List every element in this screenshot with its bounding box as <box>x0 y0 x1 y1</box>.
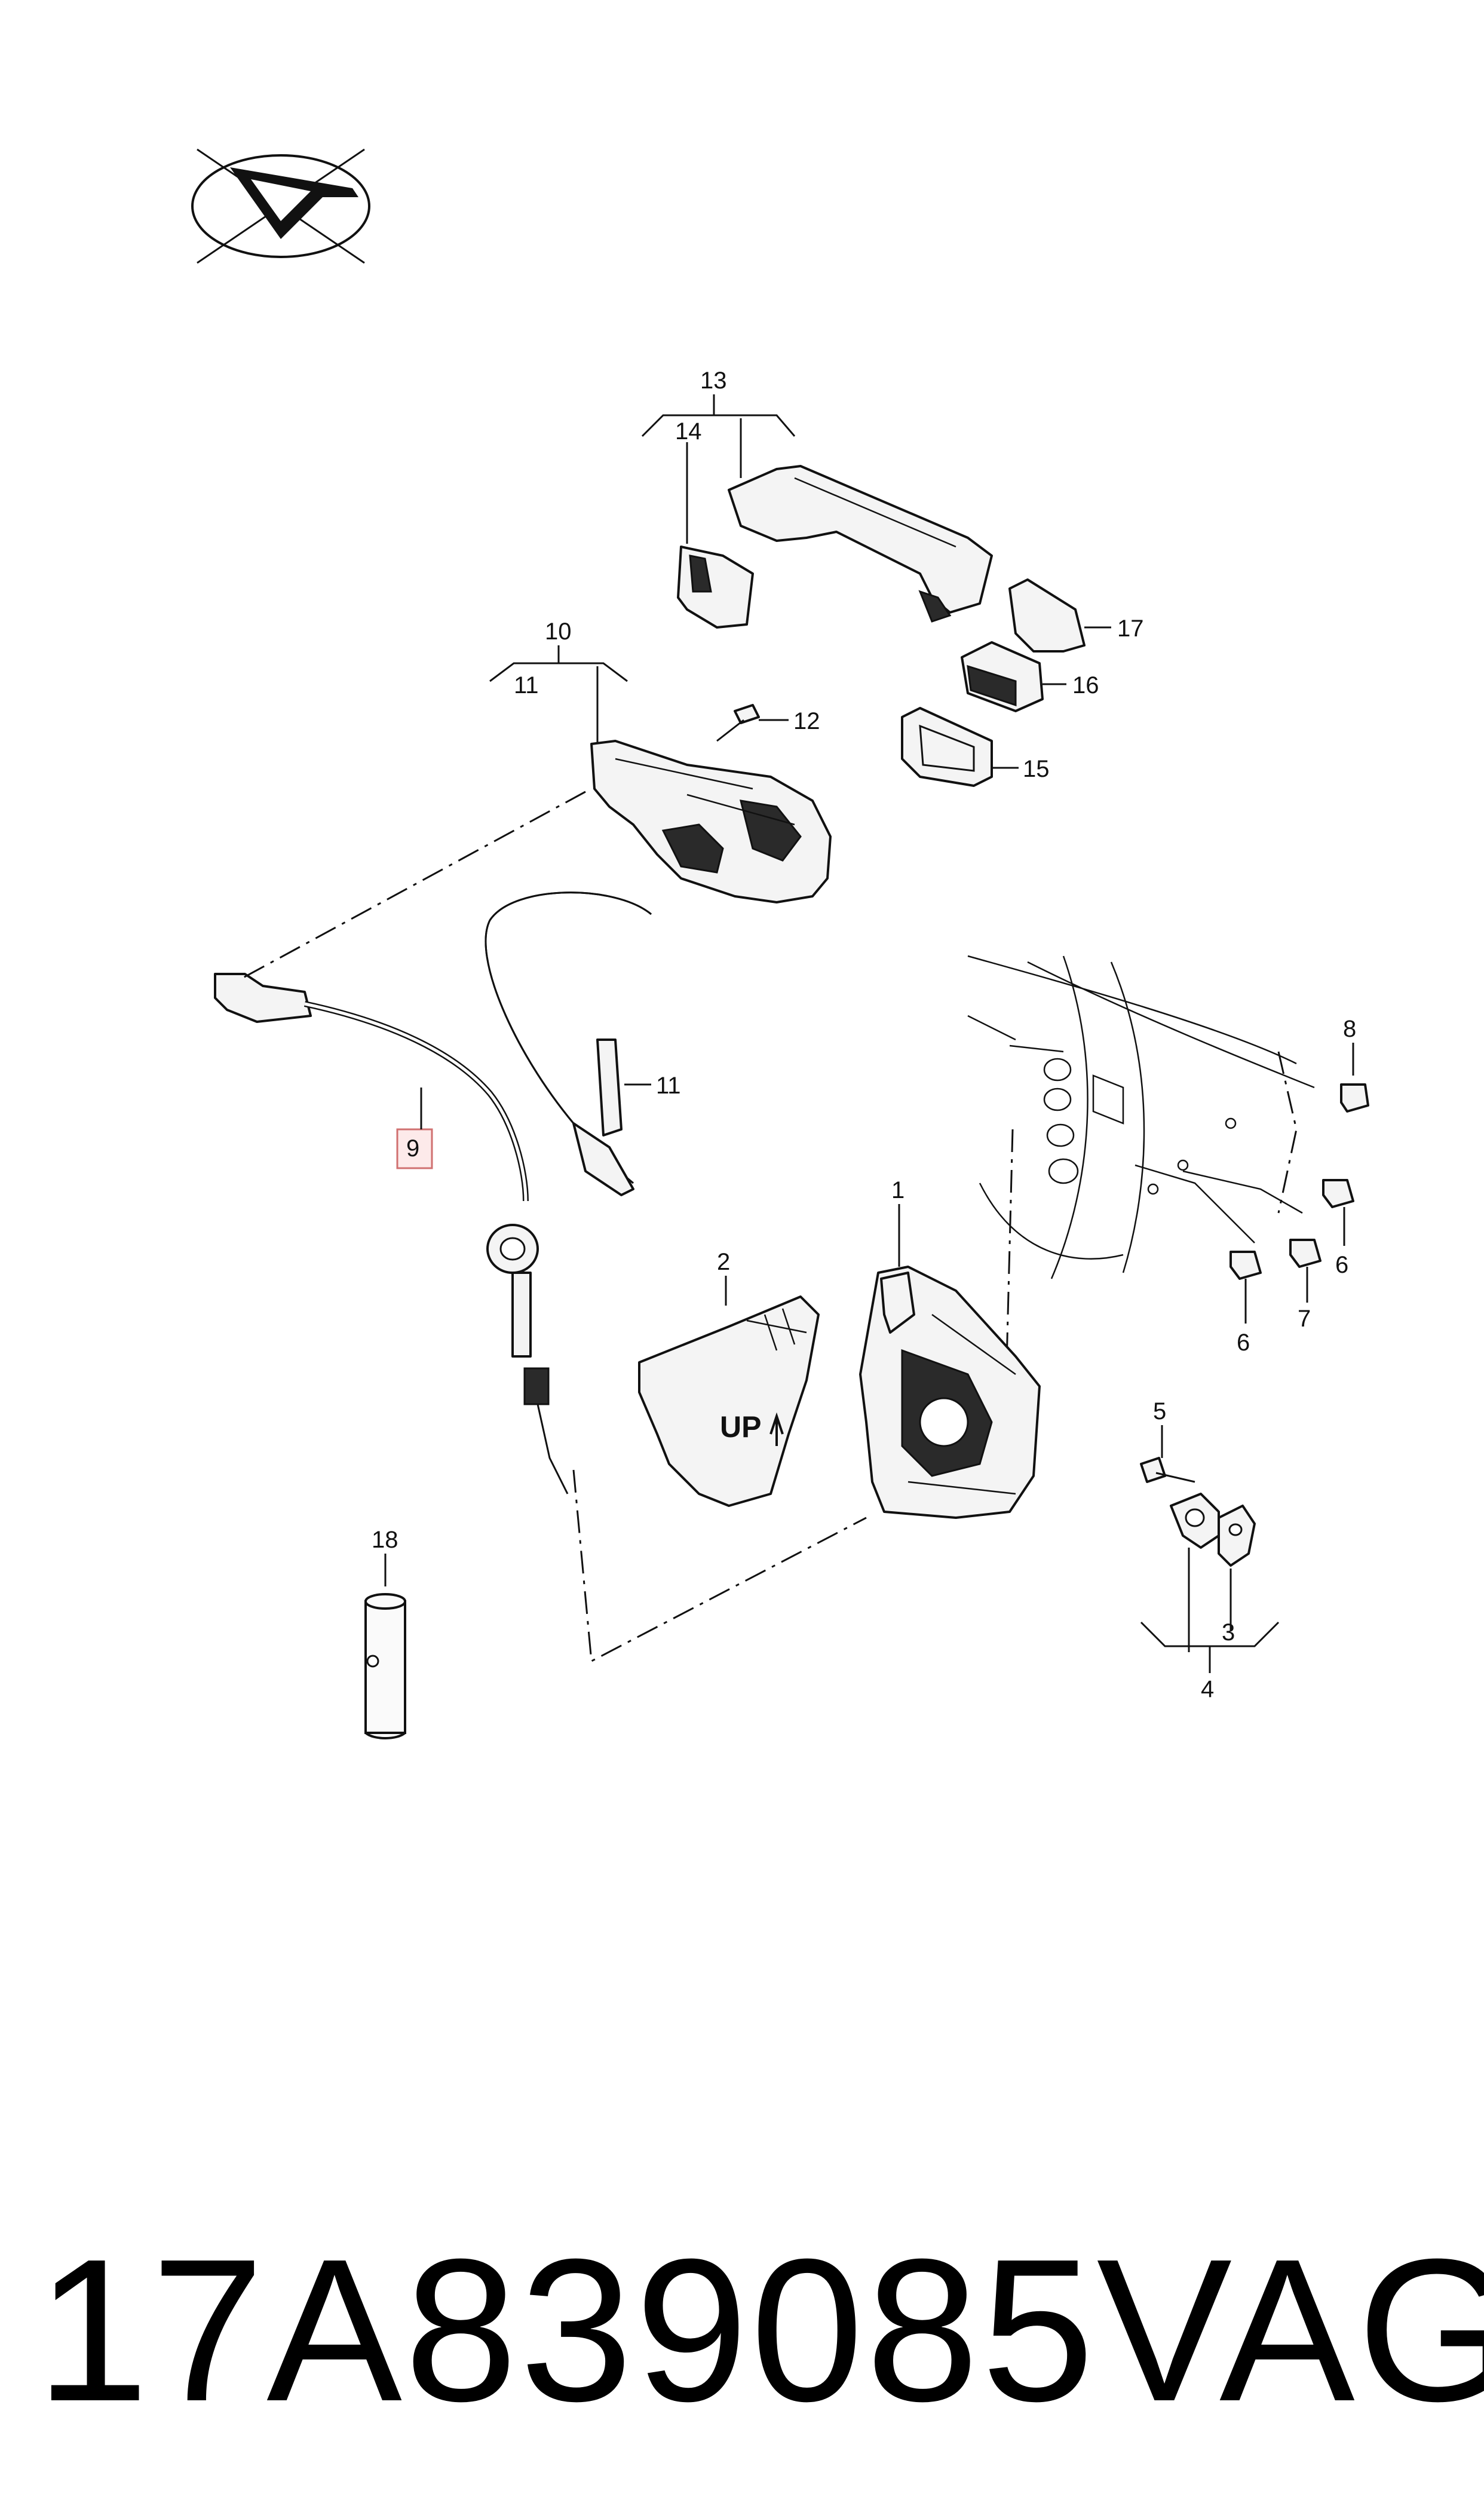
label-8: 8 <box>1343 1016 1356 1042</box>
striker-group: 5 3 4 <box>1140 1398 1280 1702</box>
handle-carrier-group: 10 11 12 11 <box>485 618 832 1196</box>
fasteners-right: 8 6 7 6 <box>1229 1016 1369 1356</box>
label-3: 3 <box>1222 1619 1235 1646</box>
label-2: 2 <box>717 1249 730 1275</box>
label-15: 15 <box>1023 756 1050 782</box>
label-11-bottom: 11 <box>656 1073 681 1099</box>
door-lock-1: 1 <box>859 1177 1041 1519</box>
parts-diagram: 13 14 17 16 15 10 11 <box>191 148 1369 1739</box>
bracket-16: 16 <box>961 641 1099 712</box>
lubricant-18: 18 <box>364 1527 406 1739</box>
label-18: 18 <box>372 1527 398 1553</box>
label-16: 16 <box>1072 672 1099 699</box>
label-7: 7 <box>1298 1306 1311 1332</box>
label-11-top: 11 <box>514 672 539 699</box>
label-6-right: 6 <box>1335 1252 1348 1278</box>
footer: 17A839085 VAG <box>36 2211 1484 2450</box>
part-number: 17A839085 <box>36 2217 1097 2444</box>
label-14: 14 <box>675 418 702 445</box>
part-9-highlight <box>396 1128 433 1169</box>
logo-icon <box>191 148 370 264</box>
label-5: 5 <box>1153 1398 1166 1425</box>
label-6-left: 6 <box>1237 1330 1250 1356</box>
door-body-panel <box>967 955 1315 1279</box>
label-13: 13 <box>700 367 727 394</box>
lock-cover-2: 2 UP <box>638 1249 820 1507</box>
exterior-handle-group: 13 14 <box>641 367 993 629</box>
gasket-15: 15 <box>901 707 1050 787</box>
label-12: 12 <box>793 708 820 734</box>
lock-cover-up-text: UP <box>720 1410 761 1444</box>
trim-cap-17: 17 <box>1008 578 1144 653</box>
label-10: 10 <box>545 618 572 645</box>
assembly-lines <box>238 791 1298 1663</box>
label-9: 9 <box>406 1135 419 1162</box>
bowden-cable-9: 9 <box>214 973 569 1494</box>
brand-name: VAG <box>1096 2217 1484 2444</box>
label-1: 1 <box>891 1177 904 1203</box>
label-17: 17 <box>1117 615 1144 642</box>
label-4: 4 <box>1201 1676 1214 1702</box>
